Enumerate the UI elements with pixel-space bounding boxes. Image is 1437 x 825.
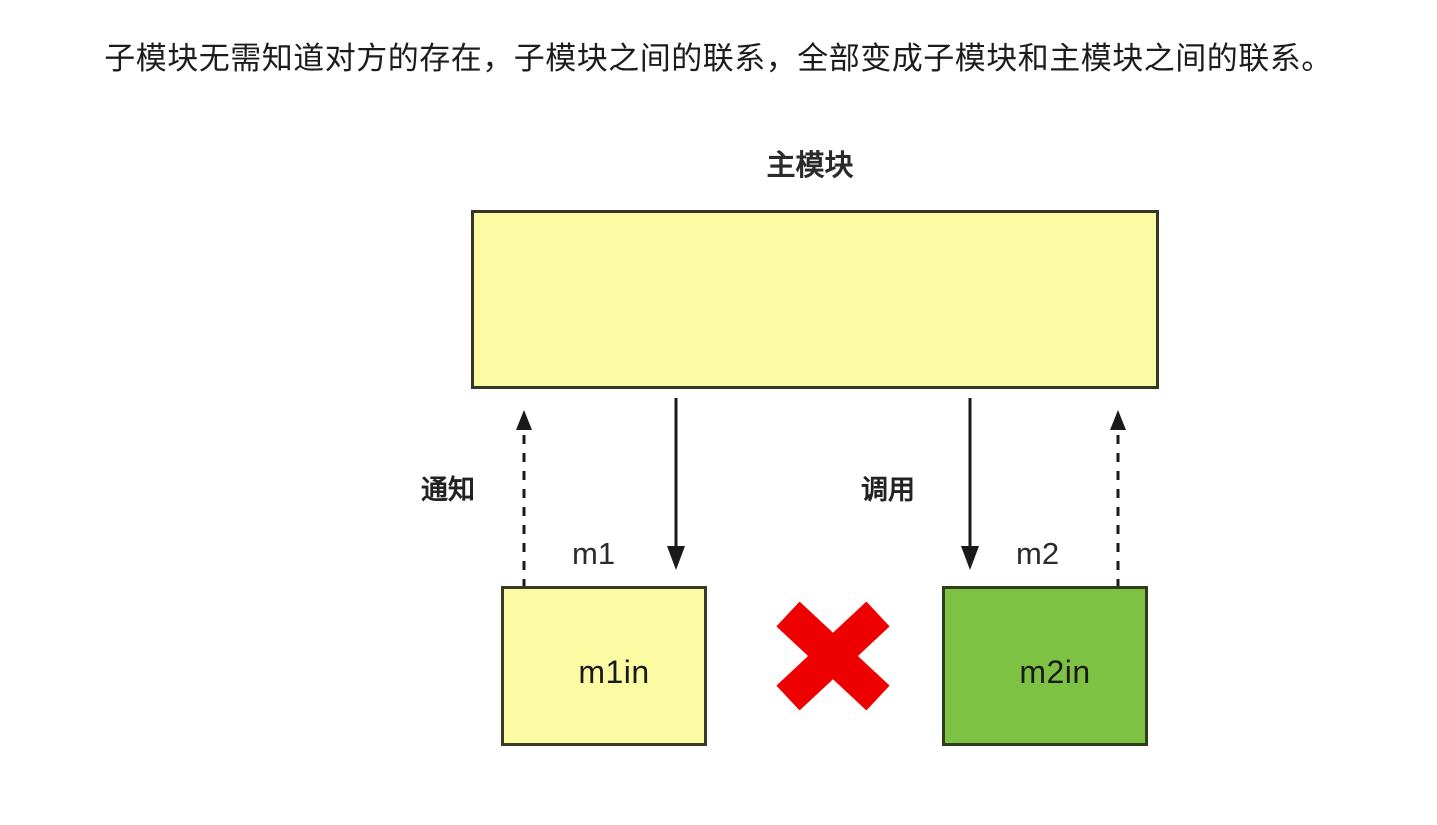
page-title: 子模块无需知道对方的存在，子模块之间的联系，全部变成子模块和主模块之间的联系。 — [104, 41, 1333, 76]
sub-module-box-m2: m2in — [942, 586, 1148, 746]
sub-module-box-m1: m1in — [501, 586, 707, 746]
flow-label-invoke: 调用 — [861, 475, 915, 505]
arrow-m2-to-main-icon — [1110, 410, 1126, 588]
module-tag-m2: m2 — [1016, 536, 1060, 571]
blocked-link-x-icon — [776, 602, 890, 710]
main-module-caption: 主模块 — [766, 150, 854, 182]
flow-label-notify: 通知 — [421, 475, 475, 505]
main-module-box — [471, 210, 1159, 389]
sub-module-box-m1-label: m1in — [578, 653, 650, 690]
arrow-notify-up-icon — [516, 410, 532, 588]
arrow-main-to-m1-icon — [667, 398, 685, 570]
module-tag-m1: m1 — [572, 536, 616, 571]
sub-module-box-m2-label: m2in — [1019, 653, 1091, 690]
arrow-invoke-down-icon — [961, 398, 979, 570]
